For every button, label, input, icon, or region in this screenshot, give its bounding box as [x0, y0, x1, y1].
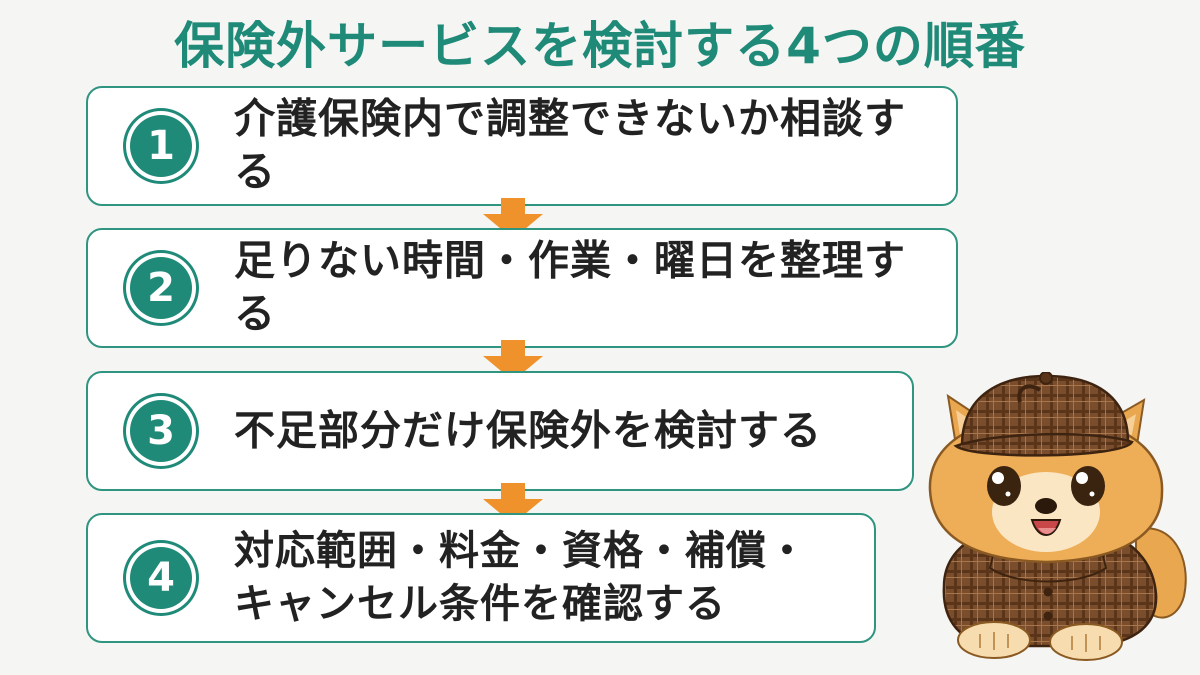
step-1-number: 1: [130, 115, 192, 177]
arrow-down-icon: [483, 198, 543, 239]
arrow-down-icon: [483, 340, 543, 381]
step-4-text-line-2: キャンセル条件を確認する: [234, 581, 726, 627]
step-3-number: 3: [130, 400, 192, 462]
step-2-box: 2 足りない時間・作業・曜日を整理する: [86, 228, 958, 348]
step-3-text: 不足部分だけ保険外を検討する: [234, 406, 822, 455]
step-3-box: 3 不足部分だけ保険外を検討する: [86, 371, 914, 491]
arrow-down-icon: [483, 483, 543, 524]
detective-dog-illustration: [928, 372, 1187, 661]
step-4-text-line-1: 対応範囲・料金・資格・補償・: [234, 528, 808, 575]
step-4-number: 4: [130, 547, 192, 609]
step-2-number: 2: [130, 257, 192, 319]
step-2-text: 足りない時間・作業・曜日を整理する: [234, 236, 906, 338]
page-title: 保険外サービスを検討する4つの順番: [174, 17, 1026, 75]
step-1-box: 1 介護保険内で調整できないか相談する: [86, 86, 958, 206]
step-4-text: 対応範囲・料金・資格・補償・ キャンセル条件を確認する: [234, 525, 864, 631]
step-4-box: 4 対応範囲・料金・資格・補償・ キャンセル条件を確認する: [86, 513, 876, 643]
step-1-text: 介護保険内で調整できないか相談する: [234, 94, 906, 196]
